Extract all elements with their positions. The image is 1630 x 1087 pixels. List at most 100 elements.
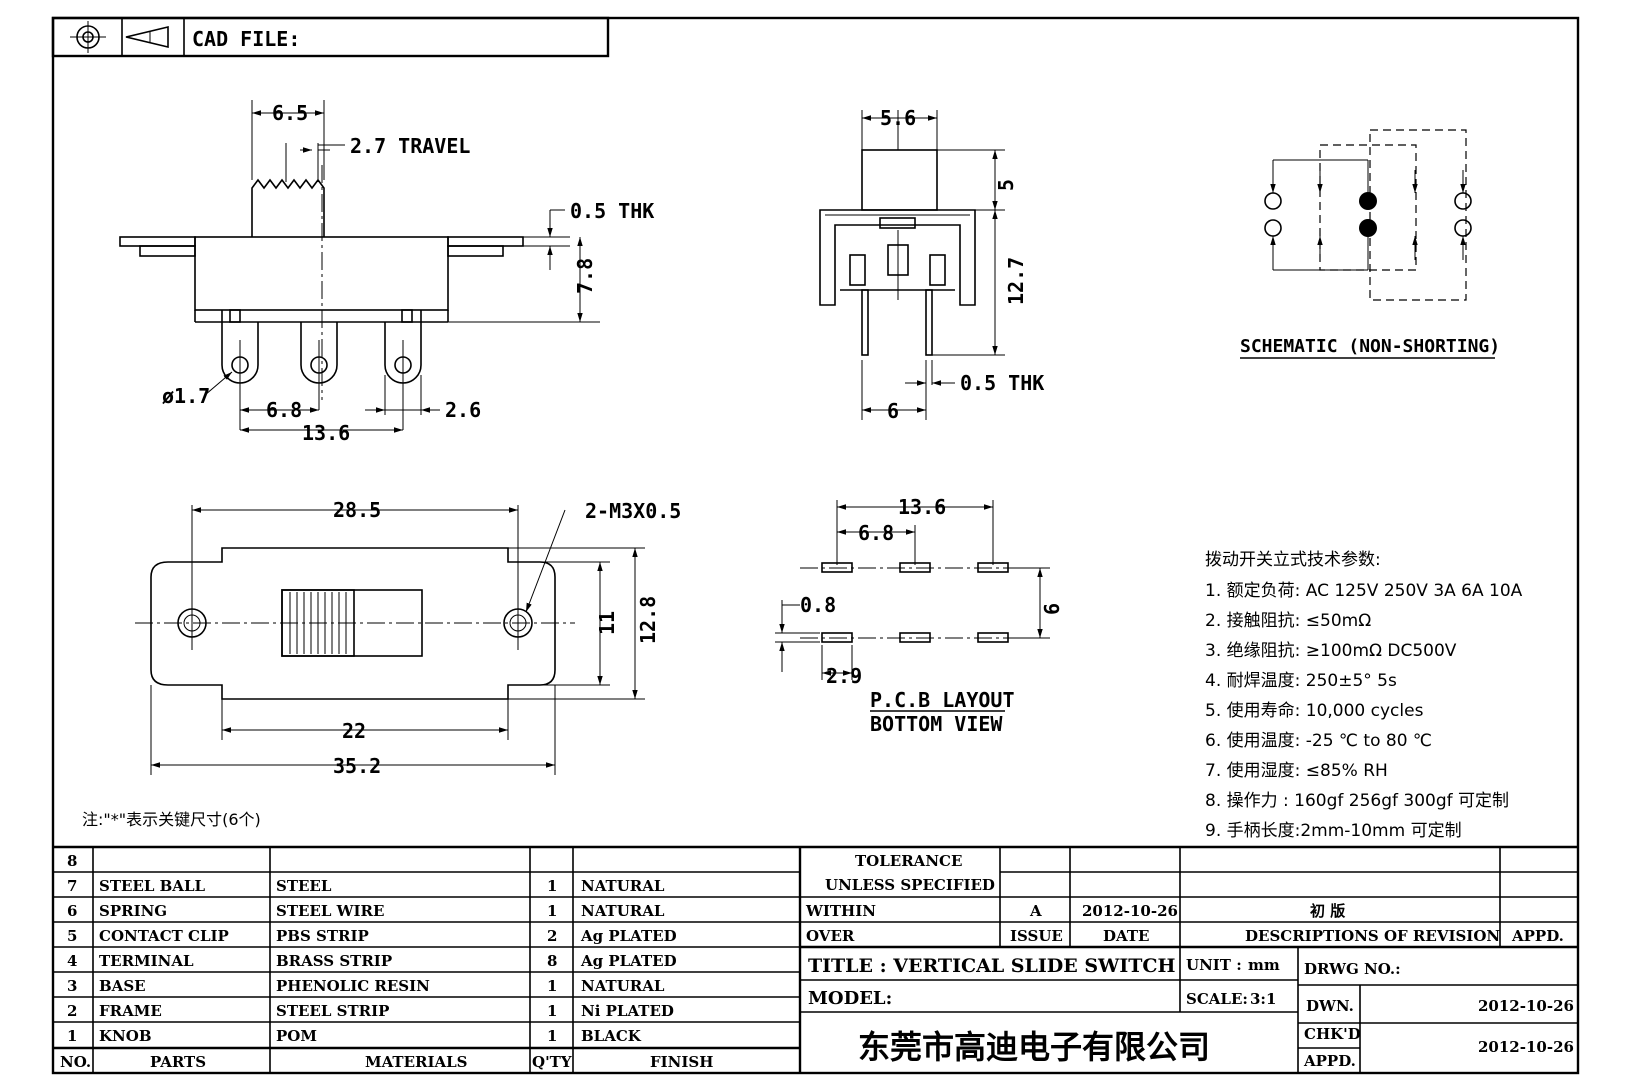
bom-finish: NATURAL [581,902,665,920]
bom-header-materials: MATERIALS [365,1053,468,1071]
unit-label: UNIT : [1186,956,1242,974]
pcb-layout: 13.6 6.8 6 0.8 2.9 P.C.B LAYOUT BOTTOM V… [775,495,1064,736]
side-view: 6.5 2.7 TRAVEL 0.5 THK 7.8 ø1.7 6.8 2.6 … [119,100,654,445]
key-dimension-note: 注:"*"表示关键尺寸(6个) [82,810,261,829]
bom-no: 3 [67,977,77,995]
bom-part: STEEL BALL [99,877,205,895]
bom-part: CONTACT CLIP [99,927,229,945]
bom-qty: 8 [547,952,557,970]
drawn-label: DWN. [1306,997,1354,1015]
date-value: 2012-10-26 [1082,902,1178,920]
spec-item: 2. 接触阻抗: ≤50mΩ [1205,611,1371,631]
spec-item: 5. 使用寿命: 10,000 cycles [1205,700,1424,721]
bom-qty: 1 [547,1002,557,1020]
spec-item: 3. 绝缘阻抗: ≥100mΩ DC500V [1205,641,1457,661]
pcb-caption-2: BOTTOM VIEW [870,712,1003,736]
bom-material: PBS STRIP [276,927,369,945]
dim-hole: ø1.7 [162,384,210,408]
dim-pcb-pitch: 6.8 [858,521,894,545]
revision-value: 初 版 [1310,902,1345,920]
drawing-number-label: DRWG NO.: [1304,960,1401,978]
dim-pin: 2.6 [445,398,481,422]
cad-file-label: CAD FILE: [192,27,300,51]
end-view: 5.6 5 12.7 0.5 THK 6 [819,106,1044,423]
schematic-caption: SCHEMATIC (NON-SHORTING) [1240,336,1500,357]
bom-no: 2 [67,1002,77,1020]
company-name: 东莞市高迪电子有限公司 [858,1028,1210,1066]
bom-material: STEEL [276,877,332,895]
bom-header-finish: FINISH [650,1053,713,1071]
bom-header-parts: PARTS [150,1053,206,1071]
date-label: DATE [1103,927,1149,945]
bom-finish: Ag PLATED [580,927,677,945]
dim-end-total: 12.7 [1004,257,1028,305]
unit-value: mm [1248,956,1280,974]
dim-inner-height: 11 [595,611,619,635]
revision-label: DESCRIPTIONS OF REVISION [1245,927,1500,945]
dim-side-height: 7.8 [573,258,597,294]
bom-material: BRASS STRIP [276,952,392,970]
schematic: SCHEMATIC (NON-SHORTING) [1240,129,1500,359]
bom-finish: NATURAL [581,877,665,895]
issue-value: A [1029,902,1042,920]
bom-qty: 1 [547,877,557,895]
dim-pitch: 6.8 [266,398,302,422]
bom-qty: 2 [547,927,557,945]
bom-finish: Ag PLATED [580,952,677,970]
bom-no: 1 [67,1027,77,1045]
title-block: TOLERANCE UNLESS SPECIFIED WITHIN OVER A… [800,847,1578,1073]
header-block: CAD FILE: [51,16,610,58]
bom-part: KNOB [99,1027,152,1045]
bom-no: 6 [67,902,77,920]
approved-label: APPD. [1303,1052,1356,1070]
tolerance-label: TOLERANCE [855,852,962,870]
appd-label: APPD. [1511,927,1564,945]
spec-item: 1. 额定负荷: AC 125V 250V 3A 6A 10A [1205,581,1523,601]
drawing-title: TITLE : VERTICAL SLIDE SWITCH [808,955,1176,977]
bom-material: PHENOLIC RESIN [276,977,430,995]
model-label: MODEL: [808,988,892,1009]
specs-panel: 拨动开关立式技术参数: 1. 额定负荷: AC 125V 250V 3A 6A … [1205,550,1523,841]
dim-pcb-pad-w: 0.8 [800,593,836,617]
bom-finish: Ni PLATED [581,1002,674,1020]
spec-item: 6. 使用温度: -25 ℃ to 80 ℃ [1205,730,1432,751]
dim-end-pin-span: 6 [887,399,899,423]
spec-item: 8. 操作力 : 160gf 256gf 300gf 可定制 [1205,791,1509,811]
bom-qty: 1 [547,902,557,920]
dim-pcb-pad-l: 2.9 [826,664,862,688]
projection-symbol-icon [70,21,169,53]
bom-material: POM [276,1027,317,1045]
dim-end-thk: 0.5 THK [960,371,1044,395]
dim-screw: 2-M3X0.5 [585,499,681,523]
dim-span: 13.6 [302,421,350,445]
bom-no: 8 [67,852,77,870]
within-label: WITHIN [805,902,876,920]
bom-no: 7 [67,877,77,895]
drawing-border [51,16,1580,1075]
specs-title: 拨动开关立式技术参数: [1205,550,1381,570]
spec-item: 9. 手柄长度:2mm-10mm 可定制 [1205,821,1462,841]
pcb-caption-1: P.C.B LAYOUT [870,688,1015,712]
dim-body-length: 22 [342,719,366,743]
dim-knob-width: 6.5 [272,101,308,125]
bom-header-qty: Q'TY [532,1053,572,1071]
dim-outer-height: 12.8 [636,596,660,644]
dim-total-length: 35.2 [333,754,381,778]
dim-hole-spacing: 28.5 [333,498,381,522]
checked-date: 2012-10-26 [1478,1038,1574,1056]
checked-label: CHK'D [1304,1025,1361,1043]
over-label: OVER [806,927,855,945]
bom-qty: 1 [547,977,557,995]
dim-pcb-span: 13.6 [898,495,946,519]
bom-part: TERMINAL [99,952,194,970]
bom-no: 4 [67,952,77,970]
bom-finish: NATURAL [581,977,665,995]
bom-part: FRAME [99,1002,162,1020]
unless-specified-label: UNLESS SPECIFIED [825,876,995,894]
dim-end-knob-height: 5 [994,179,1018,191]
bom-no: 5 [67,927,77,945]
spec-item: 7. 使用湿度: ≤85% RH [1205,760,1388,781]
bom-table: 8 7 STEEL BALL STEEL 1 NATURAL 6 SPRING … [53,845,1578,1073]
bom-qty: 1 [547,1027,557,1045]
